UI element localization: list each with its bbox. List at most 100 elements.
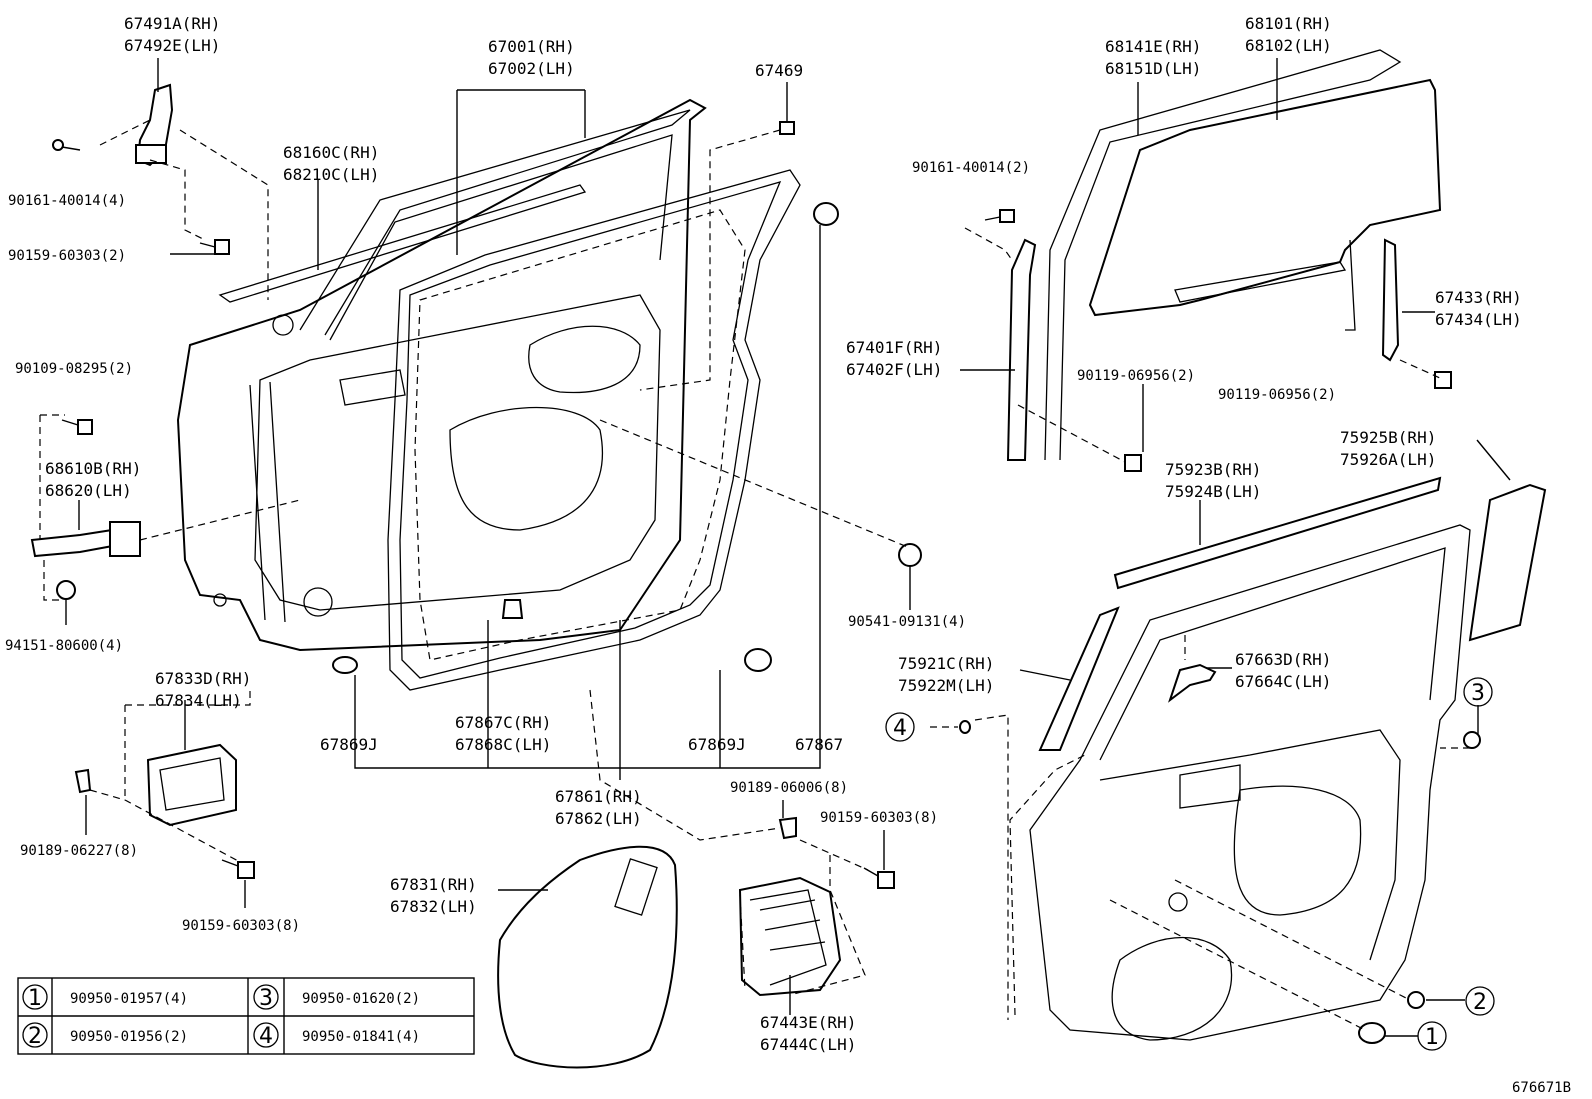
- svg-text:1: 1: [28, 986, 42, 1011]
- door-panel-outer: [176, 98, 707, 652]
- label-glass-lh: 68102(LH): [1245, 36, 1332, 55]
- label-bolt-check: 90109-08295(2): [15, 361, 133, 377]
- label-bolt-hinge2: 90159-60303(2): [8, 248, 126, 264]
- nut-94151-icon: [56, 580, 76, 600]
- seal-clip-right-icon: [744, 648, 772, 672]
- svg-text:3: 3: [259, 986, 273, 1011]
- label-clip-cover: 90189-06227(8): [20, 843, 138, 859]
- legend-row-3: 3 90950-01620(2): [253, 984, 420, 1011]
- bolt-run-icons: [984, 209, 1452, 472]
- label-hinge-upper-rh: 67491A(RH): [124, 14, 220, 33]
- callout-4: 4: [885, 712, 915, 742]
- label-handle-bracket-rh: 67663D(RH): [1235, 650, 1331, 669]
- svg-text:90950-01956(2): 90950-01956(2): [70, 1029, 188, 1045]
- label-moulding-front-lh: 75922M(LH): [898, 676, 994, 695]
- label-wst-seal-b-rh: 67867C(RH): [455, 713, 551, 732]
- glass-run-rear: [1044, 49, 1402, 461]
- fastener-callout-icons: [930, 705, 1481, 1044]
- label-bolt-run3: 90119-06956(2): [1218, 387, 1336, 403]
- legend-row-4: 4 90950-01841(4): [253, 1022, 420, 1049]
- label-weatherstrip-upper-rh: 68160C(RH): [283, 143, 379, 162]
- label-wst-seal-b-lh: 67868C(LH): [455, 735, 551, 754]
- label-cover-inner-lh: 67834(LH): [155, 691, 242, 710]
- label-bolt-cover: 90159-60303(8): [182, 918, 300, 934]
- label-weatherstrip-upper-lh: 68210C(LH): [283, 165, 379, 184]
- rear-garnish: [1468, 483, 1547, 642]
- svg-text:90950-01841(4): 90950-01841(4): [302, 1029, 420, 1045]
- label-protector-lh: 67444C(LH): [760, 1035, 856, 1054]
- callout-1: 1: [1417, 1021, 1447, 1051]
- label-checker-rh: 68610B(RH): [45, 459, 141, 478]
- label-wst-seal-c: 67869J: [688, 735, 746, 754]
- label-bolt-run: 90161-40014(2): [912, 160, 1030, 176]
- label-panel-rh: 67001(RH): [488, 37, 575, 56]
- label-weatherstrip-door-rh: 67861(RH): [555, 787, 642, 806]
- door-weatherstrip: [387, 169, 801, 691]
- cover-inner: [146, 743, 237, 827]
- seal-67469-icon: [779, 121, 795, 135]
- label-clip-b: 90189-06006(8): [730, 780, 848, 796]
- svg-text:2: 2: [28, 1024, 42, 1049]
- upper-hinge: [135, 83, 174, 167]
- label-bolt-run2: 90119-06956(2): [1077, 368, 1195, 384]
- label-run-rear-lh: 68151D(LH): [1105, 59, 1201, 78]
- label-glass-rh: 68101(RH): [1245, 14, 1332, 33]
- label-moulding-belt-rh: 75923B(RH): [1165, 460, 1261, 479]
- label-handle-bracket-lh: 67664C(LH): [1235, 672, 1331, 691]
- seal-clip-mid-icon: [501, 599, 524, 619]
- run-lower: [1381, 238, 1400, 362]
- left-leaders: [39, 58, 911, 1015]
- label-garnish-rear-rh: 75925B(RH): [1340, 428, 1436, 447]
- label-nut-checker: 94151-80600(4): [5, 638, 123, 654]
- svg-text:1: 1: [1425, 1025, 1439, 1050]
- belt-moulding: [1113, 476, 1442, 590]
- door-checker: [30, 521, 141, 558]
- label-garnish-rear-lh: 75926A(LH): [1340, 450, 1436, 469]
- label-wst-seal-a: 67869J: [320, 735, 378, 754]
- handle-bracket: [1168, 663, 1217, 703]
- legend-table: 1 90950-01957(4) 3 90950-01620(2) 2 9095…: [17, 977, 475, 1055]
- inner-seal-path: [414, 209, 746, 661]
- svg-text:4: 4: [259, 1024, 273, 1049]
- legend-row-1: 1 90950-01957(4): [22, 984, 188, 1011]
- svg-text:2: 2: [1473, 990, 1487, 1015]
- label-checker-lh: 68620(LH): [45, 481, 132, 500]
- label-run-lower-lh: 67434(LH): [1435, 310, 1522, 329]
- door-glass: [1088, 78, 1442, 317]
- numbered-callouts: 4 3 2 1: [885, 677, 1495, 1051]
- label-panel-lh: 67002(LH): [488, 59, 575, 78]
- seal-clip-top-icon: [813, 202, 839, 226]
- bolt-90161-icon: [52, 139, 81, 151]
- callout-3: 3: [1463, 677, 1493, 707]
- label-bolt-hinge: 90161-40014(4): [8, 193, 126, 209]
- bolt-90109-icon: [61, 419, 93, 435]
- label-service-hole-cover-rh: 67831(RH): [390, 875, 477, 894]
- bolt-90159-icon: [199, 239, 230, 255]
- svg-text:3: 3: [1471, 681, 1485, 706]
- rear-door-body: [1009, 524, 1471, 1041]
- right-leaders: [960, 58, 1511, 681]
- label-run-front-lh: 67402F(LH): [846, 360, 942, 379]
- svg-text:90950-01620(2): 90950-01620(2): [302, 991, 420, 1007]
- label-run-front-rh: 67401F(RH): [846, 338, 942, 357]
- callout-2: 2: [1465, 986, 1495, 1016]
- run-front: [1006, 238, 1037, 461]
- label-protector-rh: 67443E(RH): [760, 1013, 856, 1032]
- part-labels: 67491A(RH) 67492E(LH) 67001(RH) 67002(LH…: [5, 14, 1571, 1096]
- seal-clip-left-icon: [332, 656, 358, 674]
- label-wst-seal-d: 67867: [795, 735, 843, 754]
- label-weatherstrip-door-lh: 67862(LH): [555, 809, 642, 828]
- legend-row-2: 2 90950-01956(2): [22, 1022, 188, 1049]
- bolt-90159b-icon: [863, 867, 895, 889]
- clip-90189b-icon: [778, 816, 797, 840]
- label-run-rear-rh: 68141E(RH): [1105, 37, 1201, 56]
- label-seal-rear: 67469: [755, 61, 803, 80]
- label-hinge-upper-lh: 67492E(LH): [124, 36, 220, 55]
- svg-text:4: 4: [893, 716, 907, 741]
- bolt-cover-icon: [221, 859, 255, 879]
- label-diagram-id: 676671B: [1512, 1080, 1571, 1096]
- svg-text:90950-01957(4): 90950-01957(4): [70, 991, 188, 1007]
- label-cover-inner-rh: 67833D(RH): [155, 669, 251, 688]
- label-clip-seal: 90541-09131(4): [848, 614, 966, 630]
- front-moulding: [1038, 606, 1120, 751]
